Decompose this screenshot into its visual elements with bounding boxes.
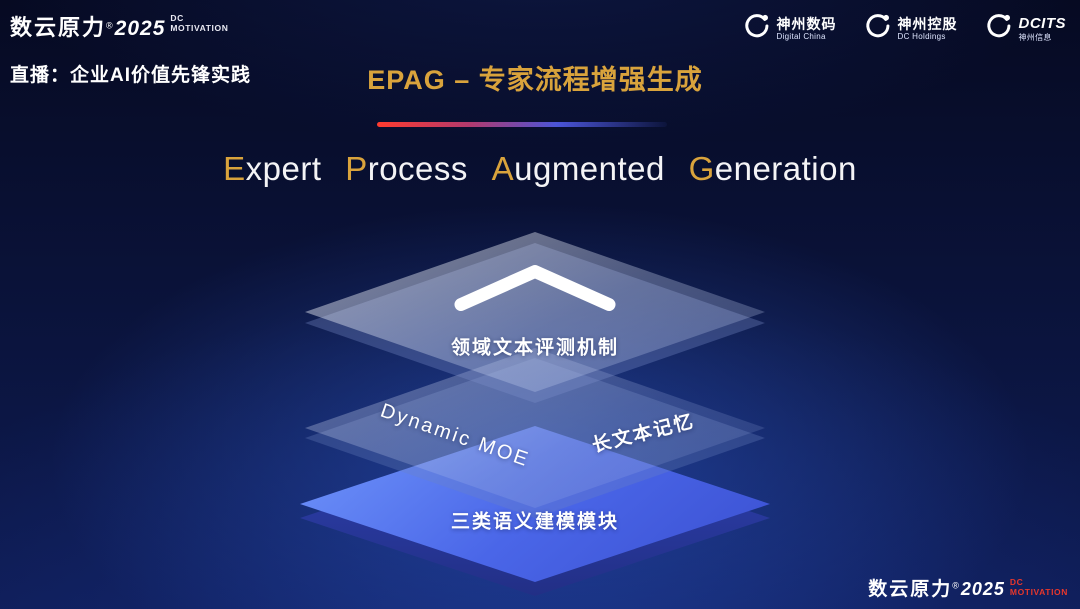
partner-title: DCITS — [1018, 15, 1066, 33]
top-layer-label: 领域文本评测机制 — [450, 337, 620, 359]
partner-text: 神州数码 Digital China — [777, 16, 837, 41]
heading-word: Generation — [689, 150, 857, 188]
brand-name: 数云原力 — [10, 15, 107, 40]
registered-mark: ® — [952, 580, 959, 591]
heading-word-rest: eneration — [714, 150, 857, 187]
heading-word-rest: rocess — [367, 150, 468, 187]
heading-word: Process — [345, 150, 468, 188]
heading-accent-letter: A — [491, 150, 515, 187]
brand-motivation: MOTIVATION — [170, 22, 229, 33]
partner-subtitle: Digital China — [776, 31, 826, 41]
main-heading: Expert Process Augmented Generation — [0, 150, 1080, 188]
partner-logos: 神州数码 Digital China 神州控股 DC Holdings DCIT… — [742, 12, 1067, 45]
heading-word: Augmented — [492, 150, 665, 188]
partner-subtitle: 神州信息 — [1018, 32, 1052, 42]
partner-title: 神州数码 — [776, 15, 837, 32]
layer-stack-diagram: 领域文本评测机制 Dynamic MOE 长文本记忆 三类语义建模模块 — [295, 228, 775, 596]
heading-accent-letter: E — [223, 150, 246, 187]
partner-digital-china: 神州数码 Digital China — [742, 12, 837, 45]
chevron-up-icon — [449, 259, 621, 322]
brand-logo-top: 数云原力®2025 DC MOTIVATION — [10, 10, 228, 42]
swoosh-icon — [984, 12, 1012, 45]
registered-mark: ® — [106, 20, 113, 31]
heading-word-rest: xpert — [245, 150, 322, 187]
heading-accent-letter: P — [345, 150, 368, 187]
brand-suffix: DC MOTIVATION — [170, 13, 229, 34]
partner-text: DCITS 神州信息 — [1019, 15, 1067, 41]
brand-name: 数云原力 — [868, 579, 953, 600]
brand-logo-bottom: 数云原力®2025 DC MOTIVATION — [868, 574, 1068, 601]
partner-dc-holdings: 神州控股 DC Holdings — [863, 12, 958, 45]
partner-dcits: DCITS 神州信息 — [984, 12, 1067, 45]
brand-year: 2025 — [114, 17, 166, 40]
swoosh-icon — [863, 12, 891, 45]
brand-text: 数云原力®2025 — [10, 10, 165, 42]
brand-text: 数云原力®2025 — [868, 574, 1005, 601]
live-stream-label: 直播：企业AI价值先锋实践 — [10, 65, 252, 86]
brand-motivation: MOTIVATION — [1009, 586, 1068, 597]
gradient-divider — [377, 122, 667, 127]
brand-suffix: DC MOTIVATION — [1009, 577, 1068, 598]
partner-title: 神州控股 — [897, 15, 958, 32]
slide-title: EPAG – 专家流程增强生成 — [367, 65, 703, 95]
partner-subtitle: DC Holdings — [897, 31, 946, 41]
heading-word-rest: ugmented — [514, 150, 665, 187]
heading-word: Expert — [223, 150, 321, 188]
brand-dc: DC — [170, 13, 184, 23]
bottom-layer-label: 三类语义建模模块 — [450, 511, 620, 533]
brand-dc: DC — [1009, 577, 1024, 587]
partner-text: 神州控股 DC Holdings — [898, 16, 958, 41]
heading-accent-letter: G — [688, 150, 715, 187]
brand-year: 2025 — [960, 579, 1005, 599]
swoosh-icon — [742, 12, 770, 45]
